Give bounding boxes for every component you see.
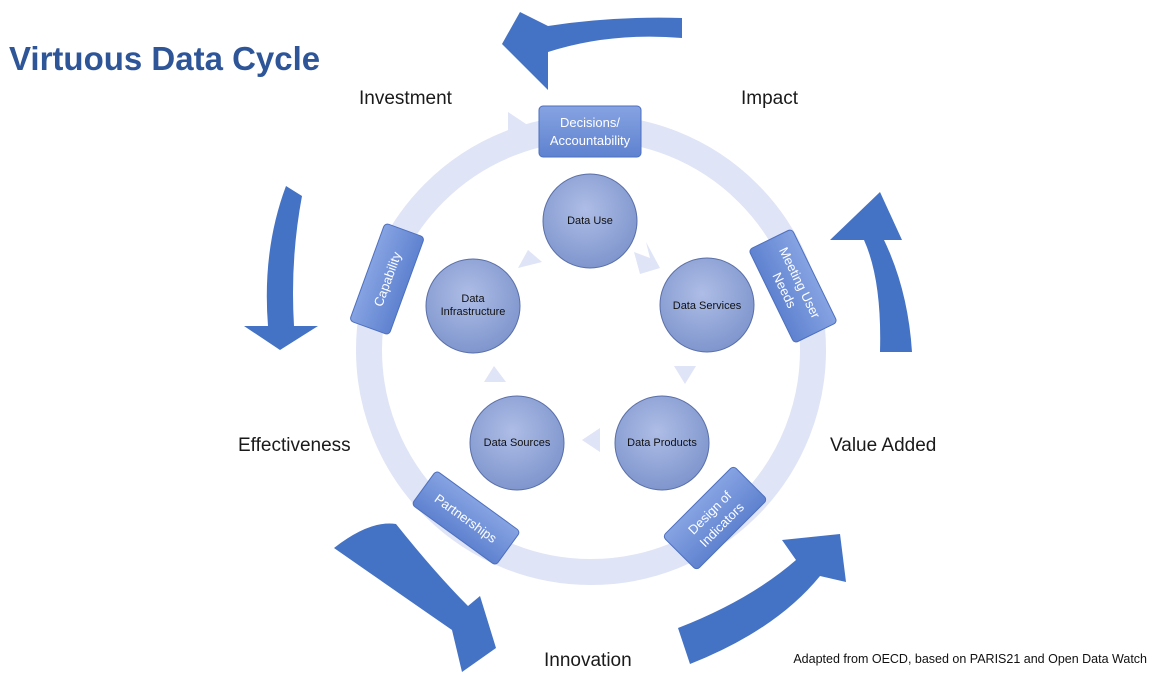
circle-data-services: Data Services [659, 257, 755, 353]
arrow-bottom-right-icon [678, 534, 846, 664]
page-title: Virtuous Data Cycle [9, 40, 321, 77]
ring-arrowhead [508, 112, 535, 148]
circle-label: Data Services [673, 300, 742, 312]
arrow-left-icon [244, 186, 318, 350]
circle-data-products: Data Products [614, 395, 710, 491]
inner-arrow-5-icon [518, 250, 542, 268]
circle-label: Data Sources [484, 437, 551, 449]
box-label: Decisions/ [560, 115, 620, 130]
box-capability: Capability [350, 223, 424, 335]
arrow-bottom-left-icon [334, 523, 496, 672]
circle-label: Data Products [627, 437, 697, 449]
box-meeting-user-needs: Meeting User Needs [749, 229, 837, 343]
box-decisions-accountability: Decisions/ Accountability [538, 105, 642, 158]
circle-data-sources: Data Sources [469, 395, 565, 491]
source-footnote: Adapted from OECD, based on PARIS21 and … [793, 652, 1147, 666]
label-innovation: Innovation [544, 650, 632, 671]
box-label: Accountability [550, 133, 631, 148]
circle-label: Data [461, 293, 485, 305]
label-value-added: Value Added [830, 435, 937, 456]
arrow-right-icon [830, 192, 912, 352]
circle-data-use: Data Use [542, 173, 638, 269]
label-impact: Impact [741, 88, 799, 109]
inner-arrow-1-icon [634, 242, 660, 274]
circle-data-infrastructure: Data Infrastructure [425, 258, 521, 354]
arrow-top-icon [502, 12, 682, 90]
circle-label: Infrastructure [441, 306, 506, 318]
inner-arrow-3-icon [582, 428, 600, 452]
circle-label: Data Use [567, 215, 613, 227]
label-investment: Investment [359, 88, 452, 109]
label-effectiveness: Effectiveness [238, 435, 351, 456]
inner-arrow-4-icon [484, 366, 506, 382]
inner-arrow-2-icon [674, 366, 696, 384]
